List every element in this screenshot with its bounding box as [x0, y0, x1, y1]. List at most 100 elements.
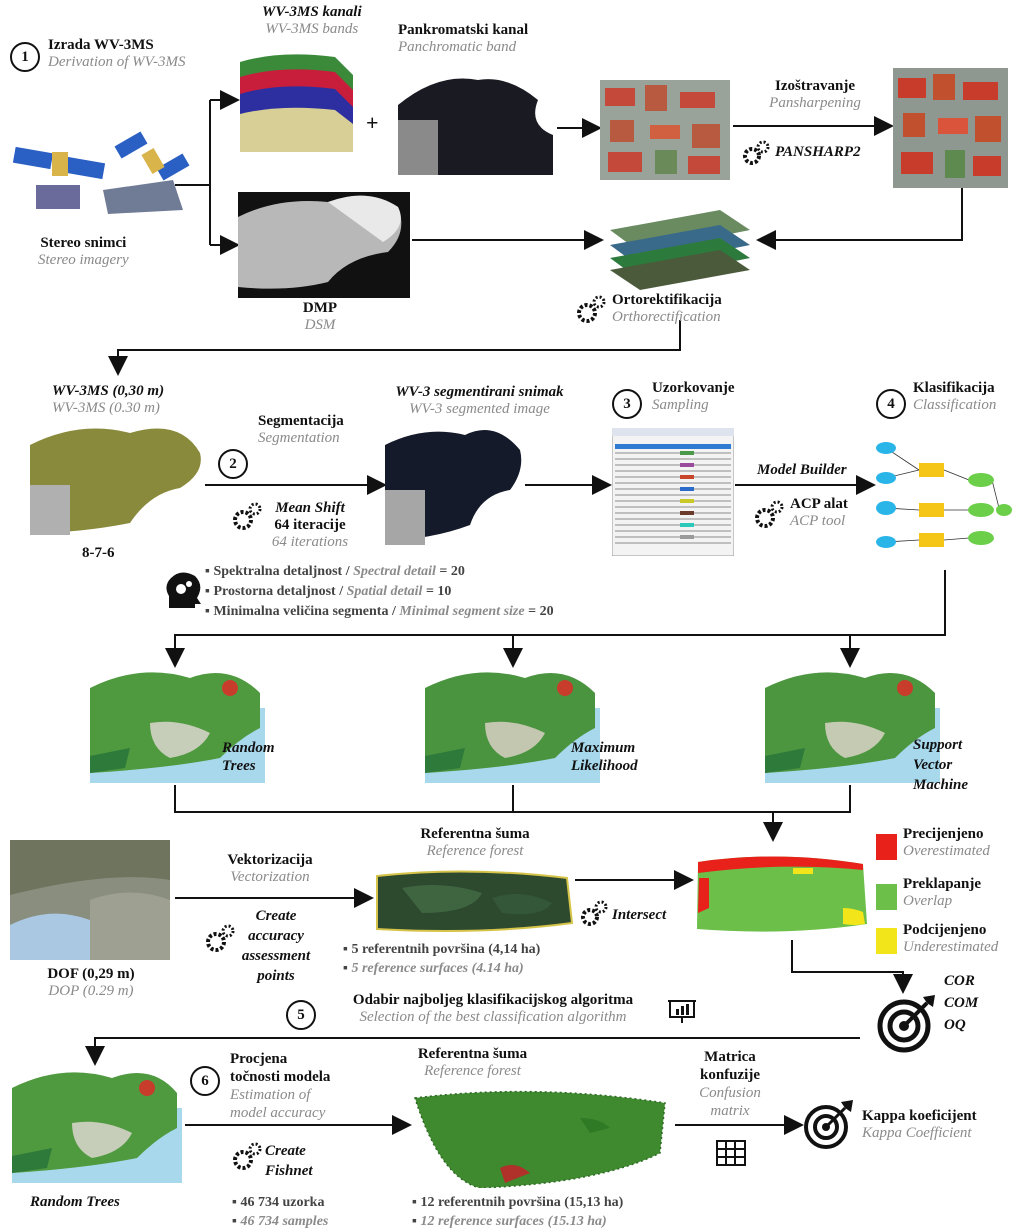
classification-title: Klasifikacija [913, 380, 995, 396]
tool-line: Create [265, 1143, 306, 1159]
acp-tool-label: ACP alat ACP tool [790, 496, 848, 530]
samples-text-en: ▪ 46 734 samples [232, 1214, 329, 1229]
gear-icon [577, 295, 606, 323]
stereo-label: Stereo snimci Stereo imagery [38, 235, 129, 269]
final-forest-title: Referentna šuma [417, 1046, 528, 1062]
mean-shift-tool: Mean Shift [275, 500, 345, 516]
metric-cor: COR [944, 973, 975, 989]
step-number-1: 1 [10, 42, 40, 72]
step6-title-en: model accuracy [230, 1105, 326, 1121]
pan-title: Pankromatski kanal [398, 22, 529, 38]
step5-label: Odabir najboljeg klasifikacijskog algori… [323, 992, 663, 1026]
pan-title-en: Panchromatic band [398, 39, 517, 55]
surfaces-value: 5 referentnih površina (4,14 ha) [351, 942, 541, 957]
reference-surfaces: ▪ 5 referentnih površina (4,14 ha) ▪ 5 r… [343, 940, 540, 978]
stereo-title-en: Stereo imagery [38, 252, 129, 268]
iterations-en: 64 iterations [271, 534, 349, 550]
samples-value-en: 46 734 samples [240, 1214, 329, 1229]
segmentation-title: Segmentacija [258, 413, 344, 429]
tool-line: Fishnet [265, 1163, 313, 1179]
classifier-line: Vector [913, 757, 953, 773]
param-label: Prostorna detaljnost / [213, 584, 347, 599]
legend-label: Preklapanje [903, 876, 982, 892]
support-vector-machine-map [765, 672, 940, 783]
dsm-title: DMP [302, 300, 338, 316]
step5-title-en: Selection of the best classification alg… [359, 1009, 627, 1025]
ortho-label: Ortorektifikacija Orthorectification [612, 292, 722, 326]
final-forest-title-en: Reference forest [424, 1063, 521, 1079]
param-label-en: Minimal segment size [399, 604, 525, 619]
step-number-4: 4 [876, 389, 906, 419]
tool-line: points [257, 968, 295, 984]
gear-icon [233, 502, 262, 530]
final-forest-label: Referentna šuma Reference forest [405, 1046, 540, 1080]
reference-forest-title: Referentna šuma [420, 826, 530, 842]
random-trees-map [90, 672, 265, 783]
head-gears-icon [166, 572, 201, 608]
segmented-title-en: WV-3 segmented image [409, 401, 550, 417]
kappa-title-en: Kappa Coefficient [862, 1125, 972, 1141]
param-spatial: ▪ Prostorna detaljnost / Spatial detail … [205, 584, 452, 599]
legend-label: Precijenjeno [903, 826, 984, 842]
param-label-en: Spectral detail [353, 564, 436, 579]
segmented-label: WV-3 segmentirani snimak WV-3 segmented … [377, 384, 582, 418]
classifier-line: Machine [913, 777, 969, 793]
samples-text: ▪ 46 734 uzorka [232, 1195, 325, 1210]
final-surfaces-text-en: ▪ 12 reference surfaces (15.13 ha) [412, 1214, 607, 1229]
maximum-likelihood-map [425, 672, 600, 783]
selected-classifier: Random Trees [30, 1194, 120, 1210]
urban-image [600, 80, 730, 180]
orthorectification-stack-image [610, 210, 750, 290]
fishnet-forest-image [414, 1090, 666, 1188]
final-surfaces-text: ▪ 12 referentnih površina (15,13 ha) [412, 1195, 624, 1210]
metric-com: COM [944, 995, 979, 1011]
ortho-title-en: Orthorectification [612, 309, 721, 325]
param-label: Spektralna detaljnost / [213, 564, 354, 579]
bands-label: WV-3MS kanali WV-3MS bands [262, 4, 362, 38]
param-label: Minimalna veličina segmenta / [213, 604, 400, 619]
kappa-label: Kappa koeficijent Kappa Coefficient [862, 1108, 977, 1142]
satellite-icon [12, 131, 190, 214]
intersect-result-image [697, 856, 867, 932]
param-min-segment: ▪ Minimalna veličina segmenta / Minimal … [205, 604, 554, 619]
surfaces-text-en: ▪ 5 reference surfaces (4.14 ha) [343, 961, 524, 976]
create-accuracy-points-tool: Create accuracy assessment points [236, 906, 316, 986]
samples-value: 46 734 uzorka [240, 1195, 325, 1210]
vectorization-title: Vektorizacija [227, 852, 313, 868]
sampling-title: Uzorkovanje [652, 380, 735, 396]
param-value: = 20 [435, 564, 465, 579]
vectorization-title-en: Vectorization [230, 869, 310, 885]
panchromatic-image [398, 78, 553, 175]
classifier-line: Support [913, 737, 963, 753]
stereo-title: Stereo snimci [40, 235, 127, 251]
gear-icon [743, 140, 770, 165]
gear-icon [233, 1142, 262, 1170]
legend-item-overestimated: Precijenjeno Overestimated [903, 826, 990, 860]
wv3ms-title: WV-3MS (0,30 m) [52, 383, 165, 399]
pansharpened-image [893, 68, 1008, 188]
training-sample-manager-image [612, 428, 734, 556]
dsm-title-en: DSM [304, 317, 336, 333]
target-icon [804, 1100, 853, 1149]
segmented-title: WV-3 segmentirani snimak [395, 384, 564, 400]
step-number-3: 3 [612, 389, 642, 419]
pansharpening-title-en: Pansharpening [769, 95, 861, 111]
classifier-line: Maximum [571, 740, 636, 756]
random-trees-final-map [12, 1072, 182, 1183]
segmented-image [385, 430, 522, 545]
sampling-label: Uzorkovanje Sampling [652, 380, 735, 414]
classifier-line: Trees [222, 758, 256, 774]
accuracy-metrics: COR COM OQ [944, 970, 978, 1036]
step-number-6: 6 [190, 1066, 220, 1096]
legend-label-en: Overlap [903, 893, 953, 909]
sampling-title-en: Sampling [652, 397, 709, 413]
step6-title: točnosti modela [230, 1069, 331, 1085]
create-fishnet-tool: Create Fishnet [265, 1141, 313, 1181]
legend-item-overlap: Preklapanje Overlap [903, 876, 981, 910]
confusion-matrix-label: Matrica konfuzije Confusion matrix [685, 1048, 775, 1120]
classifier-line: Likelihood [571, 758, 638, 774]
param-spectral: ▪ Spektralna detaljnost / Spectral detai… [205, 564, 465, 579]
target-icon [877, 995, 935, 1053]
classifier-label-maximum-likelihood: Maximum Likelihood [571, 739, 638, 775]
final-reference-surfaces: ▪ 12 referentnih površina (15,13 ha) ▪ 1… [412, 1193, 623, 1231]
